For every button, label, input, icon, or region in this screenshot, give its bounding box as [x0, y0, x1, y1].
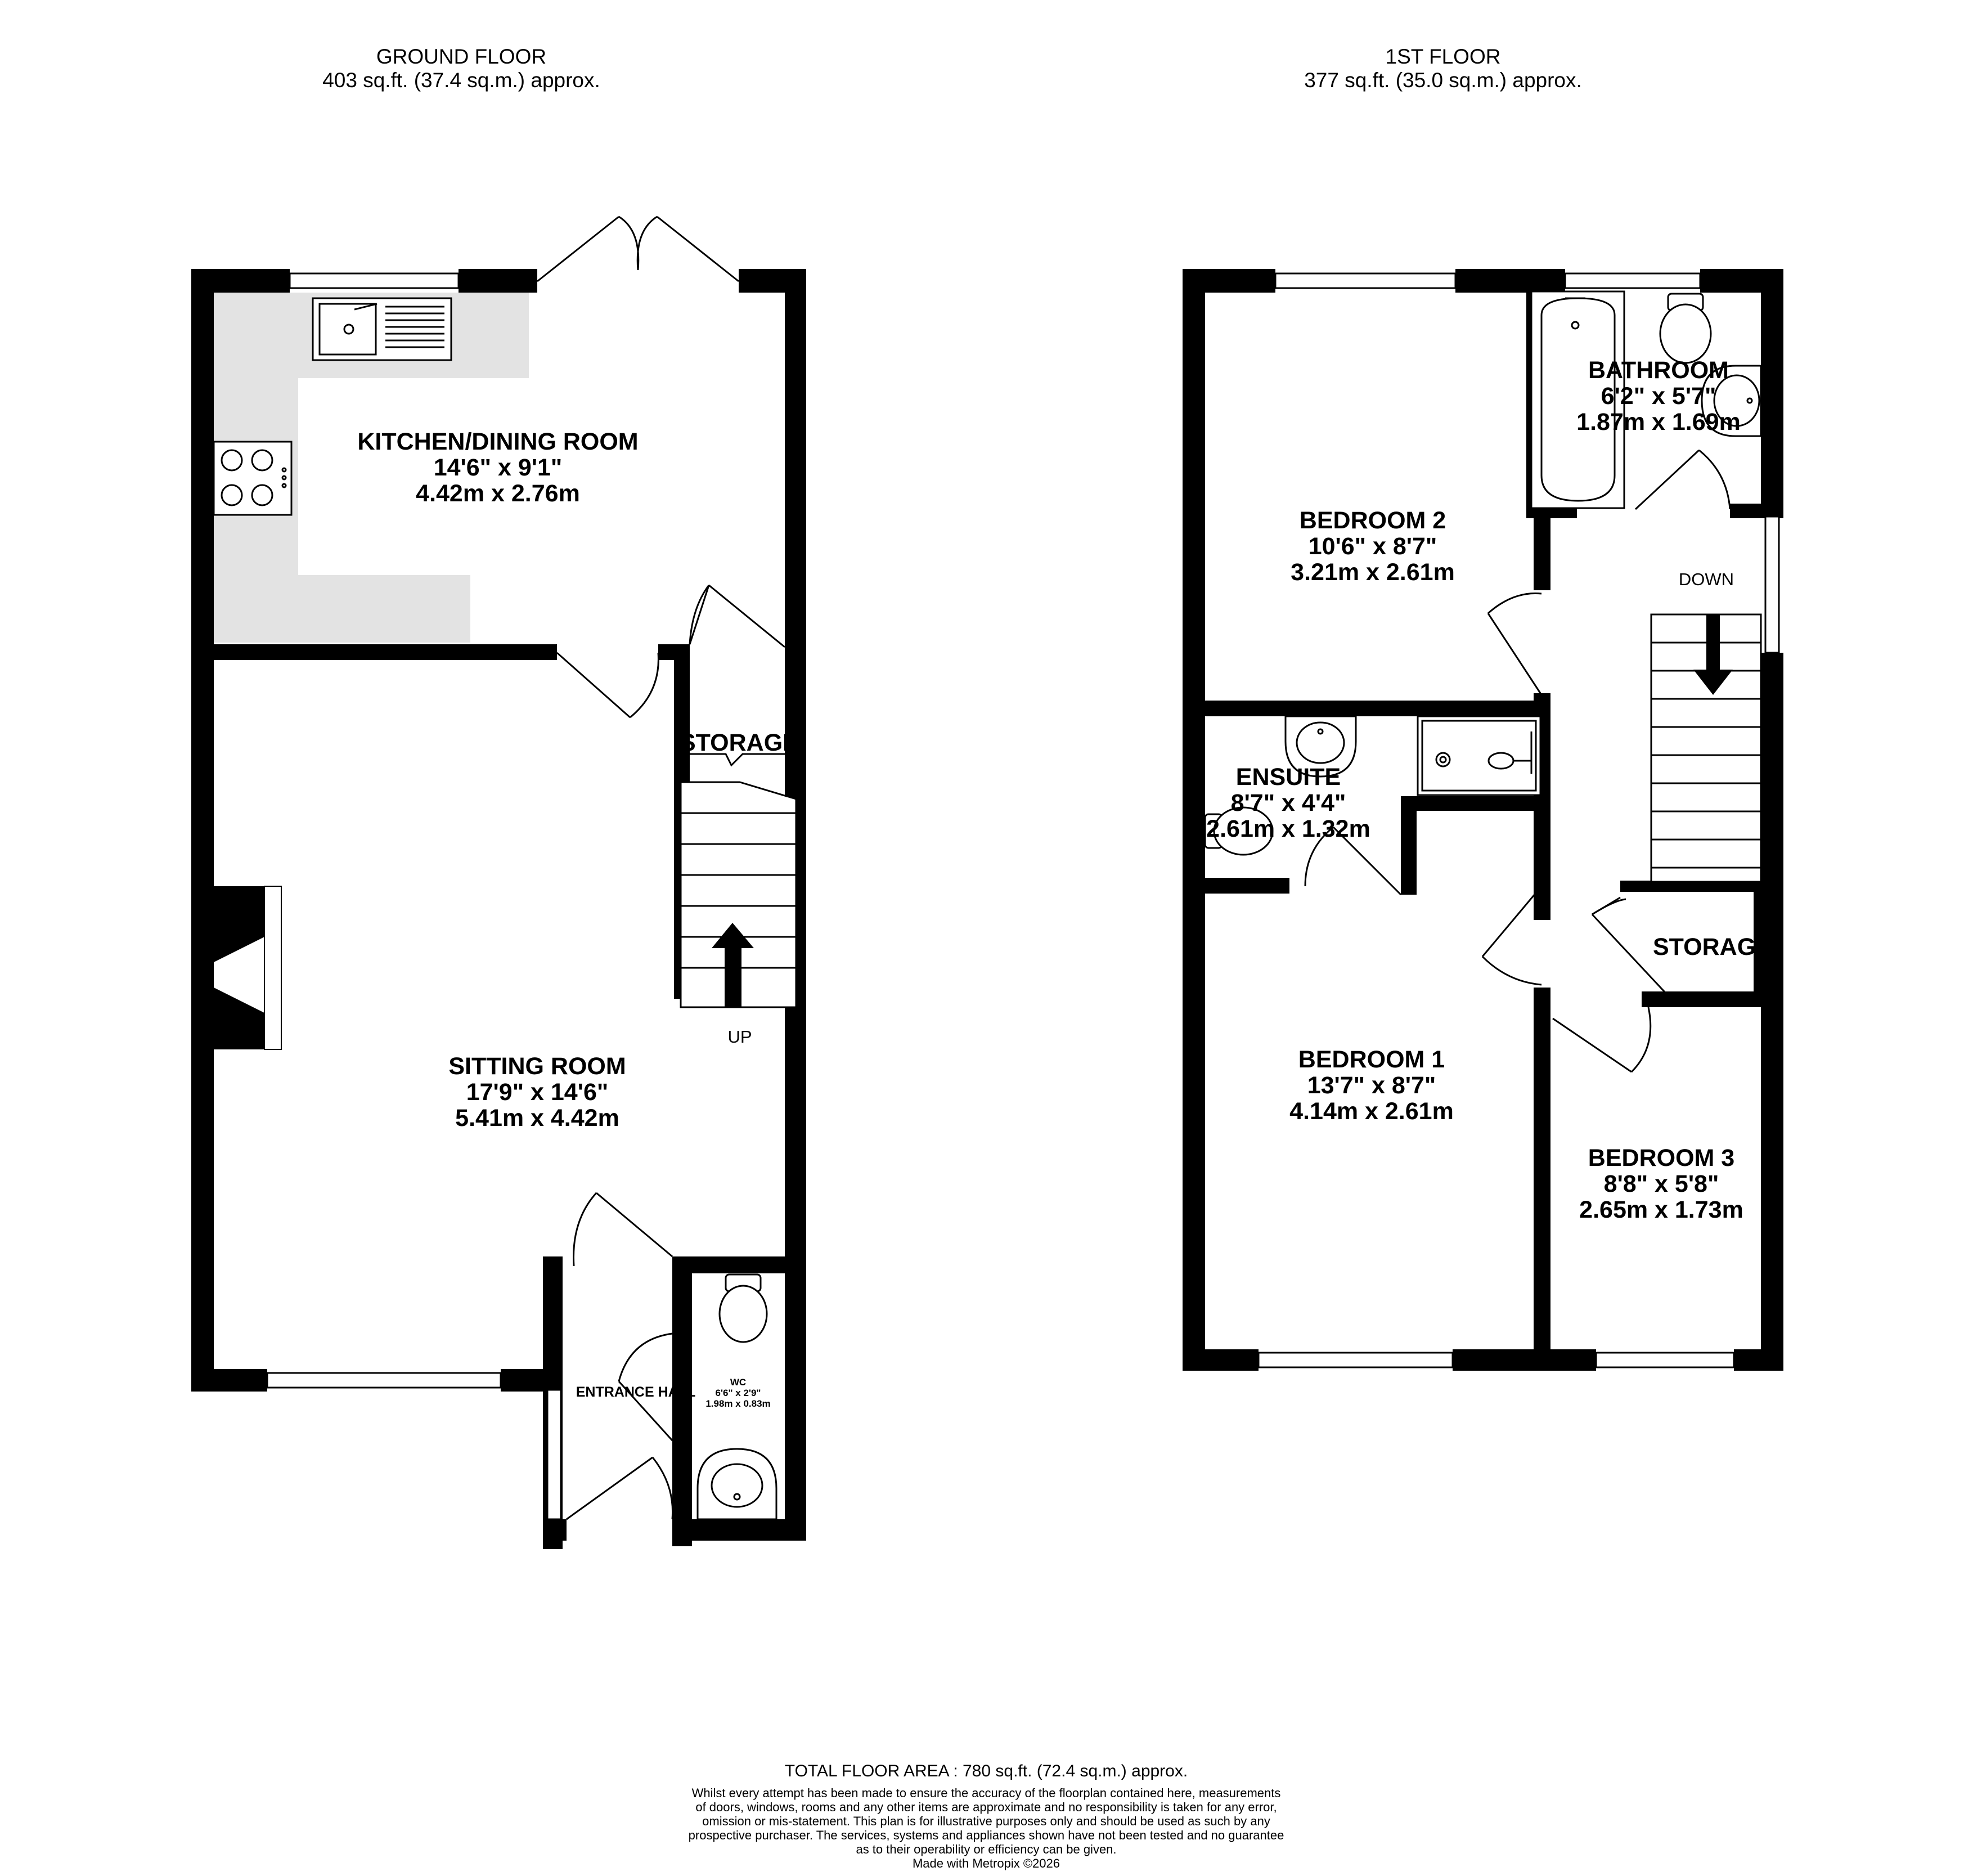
room-label-ensuite: ENSUITE 8'7" x 4'4" 2.61m x 1.32m	[1206, 764, 1370, 842]
ground-floor-header: GROUND FLOOR 403 sq.ft. (37.4 sq.m.) app…	[208, 45, 714, 92]
footer: TOTAL FLOOR AREA : 780 sq.ft. (72.4 sq.m…	[592, 1761, 1380, 1870]
disclaimer-line: Whilst every attempt has been made to en…	[691, 1786, 1281, 1800]
room-dim-imperial: 17'9" x 14'6"	[466, 1079, 609, 1106]
ground-floor-title: GROUND FLOOR	[376, 45, 547, 68]
room-label-kitchen: KITCHEN/DINING ROOM 14'6" x 9'1" 4.42m x…	[357, 429, 638, 506]
room-name: KITCHEN/DINING ROOM	[357, 428, 639, 455]
room-dim-metric: 3.21m x 2.61m	[1291, 559, 1455, 586]
ground-floor-windows	[266, 272, 562, 1520]
ensuite-toilet	[1204, 806, 1274, 856]
room-dim-metric: 2.61m x 1.32m	[1206, 815, 1370, 842]
kitchen-hob	[213, 441, 293, 516]
first-floor-area: 377 sq.ft. (35.0 sq.m.) approx.	[1304, 69, 1582, 92]
first-floor-walls	[1183, 269, 1783, 1371]
room-dim-metric: 1.87m x 1.69m	[1576, 409, 1741, 436]
room-name: WC	[730, 1377, 747, 1388]
bathroom-toilet	[1659, 293, 1712, 364]
fireplace	[214, 886, 282, 1050]
first-floor-header: 1ST FLOOR 377 sq.ft. (35.0 sq.m.) approx…	[1190, 45, 1696, 92]
room-dim-metric: 4.14m x 2.61m	[1289, 1098, 1454, 1125]
room-name: SITTING ROOM	[448, 1053, 626, 1080]
room-label-bedroom-2: BEDROOM 2 10'6" x 8'7" 3.21m x 2.61m	[1291, 508, 1455, 585]
ground-floor-stairs	[680, 781, 797, 1008]
french-doors	[537, 216, 739, 282]
stairs-down-label: DOWN	[1678, 569, 1734, 589]
ground-floor-doors	[556, 584, 785, 1520]
stairs-down-arrow	[1693, 614, 1733, 695]
first-floor-stairs	[1650, 613, 1762, 883]
stairs-up-arrow	[712, 923, 754, 1007]
total-floor-area: TOTAL FLOOR AREA : 780 sq.ft. (72.4 sq.m…	[784, 1762, 1188, 1780]
bathroom-bath	[1530, 290, 1625, 509]
room-dim-imperial: 10'6" x 8'7"	[1308, 533, 1437, 560]
kitchen-worktop	[214, 293, 529, 643]
credit: Made with Metropix ©2026	[912, 1856, 1060, 1870]
room-name: BEDROOM 1	[1298, 1046, 1445, 1073]
stairs-up-label: UP	[727, 1027, 752, 1047]
room-label-bedroom-3: BEDROOM 3 8'8" x 5'8" 2.65m x 1.73m	[1579, 1145, 1743, 1223]
room-name: ENSUITE	[1235, 764, 1341, 791]
room-dim-imperial: 6'6" x 2'9"	[715, 1388, 761, 1398]
room-dim-metric: 2.65m x 1.73m	[1579, 1196, 1743, 1223]
disclaimer-line: of doors, windows, rooms and any other i…	[695, 1800, 1277, 1814]
wc-basin	[696, 1448, 777, 1520]
room-dim-imperial: 8'8" x 5'8"	[1603, 1170, 1719, 1197]
bathroom-basin	[1701, 365, 1762, 437]
room-dim-metric: 4.42m x 2.76m	[416, 480, 580, 507]
room-label-entrance-hall: ENTRANCE HALL	[576, 1385, 696, 1399]
room-label-bedroom-1: BEDROOM 1 13'7" x 8'7" 4.14m x 2.61m	[1289, 1047, 1454, 1124]
kitchen-sink	[312, 297, 452, 361]
disclaimer-line: as to their operability or efficiency ca…	[856, 1842, 1117, 1856]
room-name: BEDROOM 2	[1299, 507, 1446, 534]
first-floor-windows	[1257, 272, 1780, 1368]
room-dim-metric: 1.98m x 0.83m	[705, 1398, 771, 1409]
room-label-sitting-room: SITTING ROOM 17'9" x 14'6" 5.41m x 4.42m	[448, 1053, 626, 1131]
room-dim-imperial: 6'2" x 5'7"	[1601, 383, 1716, 410]
ensuite-basin	[1284, 715, 1357, 778]
room-label-bathroom: BATHROOM 6'2" x 5'7" 1.87m x 1.69m	[1576, 357, 1741, 435]
room-label-wc: WC 6'6" x 2'9" 1.98m x 0.83m	[705, 1377, 770, 1409]
ensuite-shower	[1417, 715, 1541, 796]
disclaimer-line: omission or mis-statement. This plan is …	[702, 1814, 1270, 1828]
room-dim-imperial: 13'7" x 8'7"	[1307, 1072, 1436, 1099]
first-floor-doors	[1304, 449, 1731, 1073]
disclaimer-line: prospective purchaser. The services, sys…	[688, 1828, 1284, 1842]
room-name: BEDROOM 3	[1588, 1145, 1735, 1172]
ground-floor-area: 403 sq.ft. (37.4 sq.m.) approx.	[322, 69, 600, 92]
ground-floor-plan	[191, 216, 806, 1549]
room-dim-imperial: 8'7" x 4'4"	[1230, 789, 1346, 816]
room-dim-metric: 5.41m x 4.42m	[455, 1105, 619, 1132]
first-floor-title: 1ST FLOOR	[1385, 45, 1501, 68]
storage-break-line	[681, 753, 785, 767]
room-dim-imperial: 14'6" x 9'1"	[433, 454, 563, 481]
room-name: BATHROOM	[1588, 357, 1729, 384]
ground-floor-walls	[191, 269, 806, 1549]
first-floor-plan	[1183, 269, 1783, 1371]
wc-toilet	[718, 1273, 768, 1343]
room-name: ENTRANCE HALL	[576, 1384, 696, 1400]
